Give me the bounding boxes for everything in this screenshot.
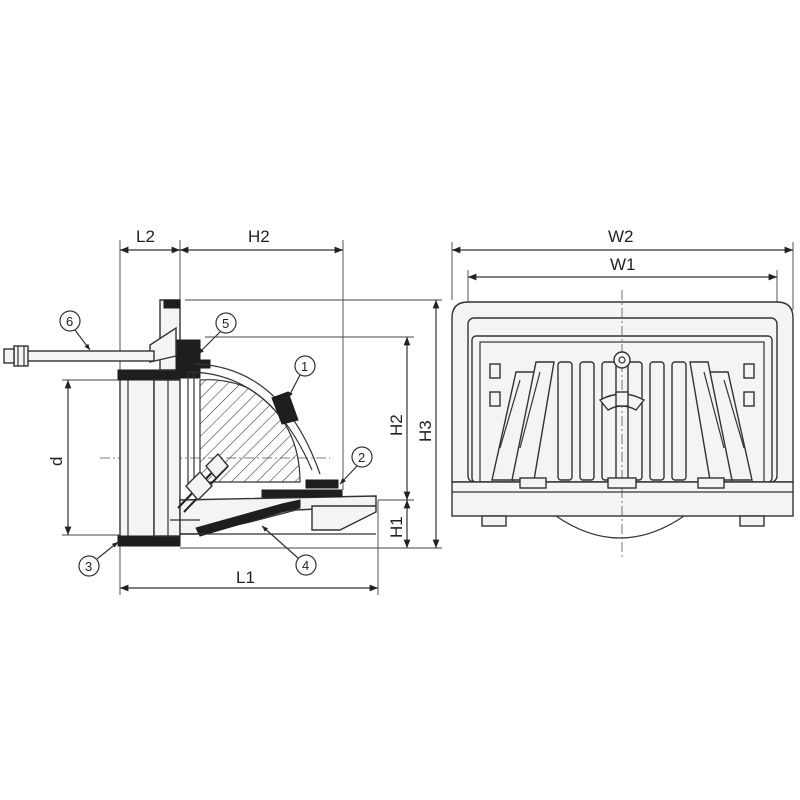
operating-rod	[3, 345, 155, 367]
dim-label-h2-side: H2	[387, 414, 406, 436]
dim-label-w2: W2	[608, 227, 634, 246]
side-view: L2 H2 L1 d H2 H1 H3	[3, 227, 442, 595]
foot-right	[739, 515, 765, 527]
dim-label-h1: H1	[387, 516, 406, 538]
dim-label-h2-top: H2	[248, 227, 270, 246]
callout-6: 6	[59, 310, 91, 351]
grate-bars-center	[557, 361, 687, 481]
callouts: 1 2 3 4 5 6	[59, 310, 373, 577]
dim-label-w1: W1	[610, 255, 636, 274]
dim-label-l2: L2	[136, 227, 155, 246]
dim-label-h3: H3	[416, 420, 435, 442]
grate-fins-right	[689, 361, 753, 481]
front-view: W2 W1	[451, 227, 794, 560]
callout-6-label: 6	[66, 314, 73, 329]
valve-body-arc	[555, 515, 685, 539]
callout-4-label: 4	[302, 558, 309, 573]
dimension-lines-side	[64, 246, 440, 592]
callout-3-label: 3	[85, 559, 92, 574]
dim-label-d: d	[47, 457, 66, 466]
center-lock	[598, 351, 646, 411]
valve-flap	[187, 363, 339, 489]
side-notches	[489, 363, 755, 407]
drain-stud	[170, 452, 229, 521]
top-flange	[149, 299, 211, 379]
callout-2: 2	[339, 446, 373, 485]
dim-label-l1: L1	[236, 568, 255, 587]
callout-2-label: 2	[358, 450, 365, 465]
base-casting	[179, 489, 377, 537]
callout-4: 4	[261, 525, 317, 576]
foot-left	[481, 515, 507, 527]
callout-3: 3	[78, 541, 119, 577]
callout-5-label: 5	[222, 316, 229, 331]
callout-1-label: 1	[301, 359, 308, 374]
bottom-brackets	[519, 477, 725, 489]
callout-1: 1	[287, 355, 316, 399]
callout-5: 5	[197, 312, 237, 355]
pipe-socket	[117, 369, 181, 547]
